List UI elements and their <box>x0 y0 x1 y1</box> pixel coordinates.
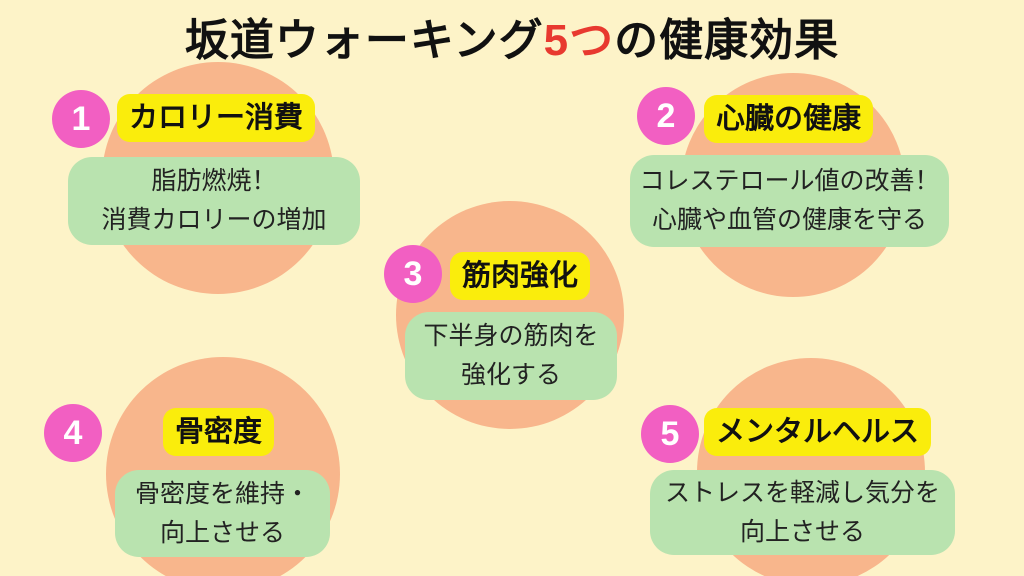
section-2-number-badge: 2 <box>637 87 695 145</box>
section-3-heading: 筋肉強化 <box>450 252 591 301</box>
section-2-description: コレステロール値の改善！ 心臓や血管の健康を守る <box>630 155 949 247</box>
section-3-description-line1: 下半身の筋肉を <box>423 322 599 351</box>
section-4-number-badge: 4 <box>44 404 102 462</box>
section-2-heading: 心臓の健康 <box>704 95 874 144</box>
section-5-description-line2: 向上させる <box>739 517 865 546</box>
section-5-number-badge: 5 <box>641 405 699 463</box>
section-5-heading: メンタルヘルス <box>704 408 932 457</box>
section-1-description-line2: 消費カロリーの増加 <box>101 206 327 234</box>
section-5-description: ストレスを軽減し気分を 向上させる <box>650 470 955 555</box>
section-1-description-line1: 脂肪燃焼！ <box>151 167 277 196</box>
section-1-number-badge: 1 <box>52 90 110 148</box>
section-2-description-line2: 心臓や血管の健康を守る <box>651 206 927 234</box>
title-prefix: 坂道ウォーキング <box>184 16 544 65</box>
section-1-description: 脂肪燃焼！ 消費カロリーの増加 <box>68 157 360 245</box>
section-2-description-line1: コレステロール値の改善！ <box>639 167 940 196</box>
section-3-description-line2: 強化する <box>460 361 561 389</box>
section-1-heading: カロリー消費 <box>117 94 316 143</box>
title-suffix: の健康効果 <box>614 16 840 65</box>
title-accent: 5つ <box>543 16 615 65</box>
page-title: 坂道ウォーキング5つの健康効果 <box>0 4 1024 68</box>
section-4-description-line2: 向上させる <box>159 518 285 547</box>
section-4-description: 骨密度を維持・ 向上させる <box>115 470 330 557</box>
section-5-description-line1: ストレスを軽減し気分を <box>664 478 940 507</box>
section-3-number-badge: 3 <box>384 245 442 303</box>
section-4-heading: 骨密度 <box>163 408 275 457</box>
section-3-description: 下半身の筋肉を 強化する <box>405 312 617 400</box>
section-4-description-line1: 骨密度を維持・ <box>134 479 310 508</box>
